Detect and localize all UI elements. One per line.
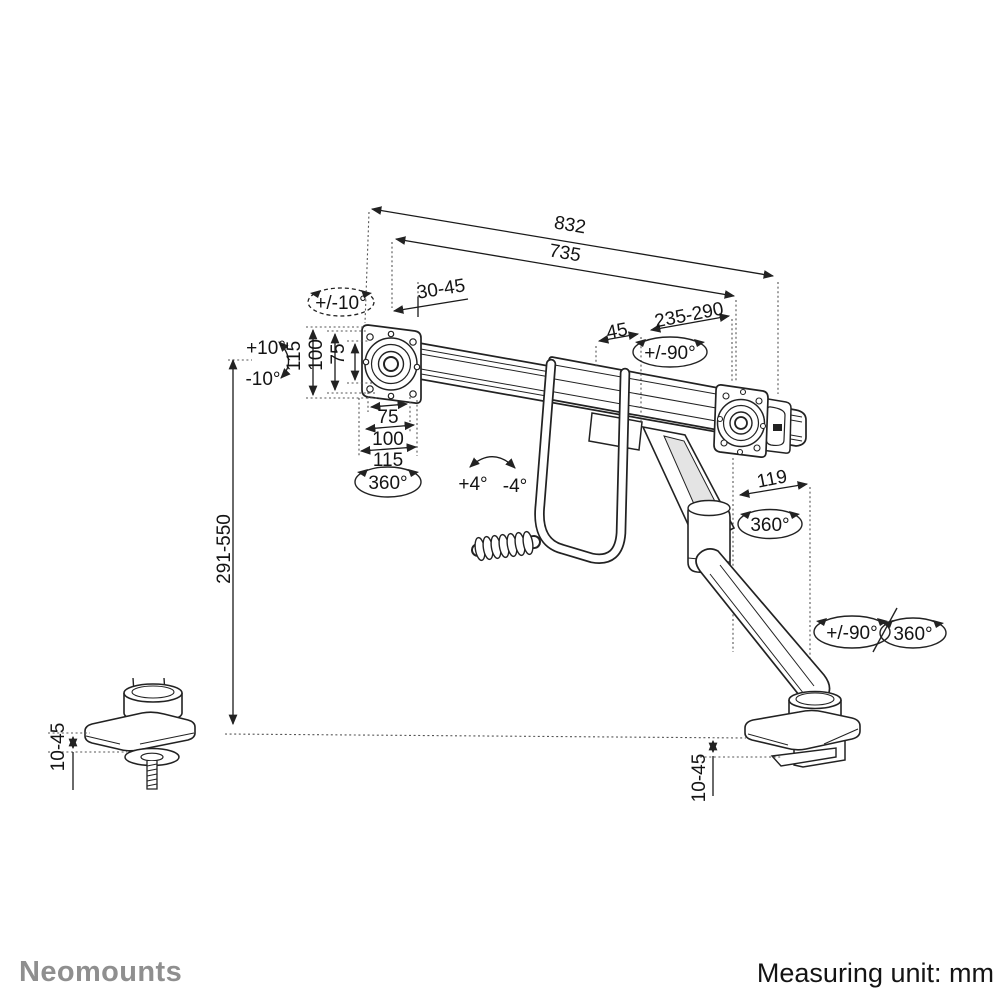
- dim-75-horizontal-label: 75: [377, 407, 398, 428]
- swivel-badge-mid-label: +/-90°: [644, 343, 695, 364]
- tilt-badge-label: +/-10°: [315, 293, 366, 314]
- dim-119-label: 119: [755, 466, 789, 492]
- rotation-badges: +/-10° 360° +/-90° 360° +/-90°: [307, 287, 947, 653]
- dim-75-vertical-label: 75: [328, 343, 349, 364]
- dim-10-45-right-label: 10-45: [689, 754, 710, 803]
- rotate-badge-base: 360°: [879, 617, 947, 649]
- tilt-down-label: -10°: [245, 369, 280, 390]
- rotate-badge-mid-label: 360°: [750, 515, 789, 536]
- dim-30-45-label: 30-45: [415, 275, 466, 303]
- dim-735-label: 735: [548, 241, 583, 267]
- rail-tilt-up-label: +4°: [458, 474, 487, 495]
- dim-235-290-label: 235-290: [653, 299, 725, 333]
- dim-45-label: 45: [605, 319, 630, 344]
- desk-clamp-right: [744, 690, 861, 768]
- left-vesa-plate: [361, 324, 422, 404]
- swivel-badge-mid: +/-90°: [632, 336, 708, 368]
- right-vesa-plate: [713, 384, 792, 458]
- dim-115-vertical-label: 115: [284, 341, 305, 371]
- rotate-badge-base-label: 360°: [893, 624, 932, 645]
- tilt-up-label: +10°: [246, 338, 286, 359]
- measuring-unit-label: Measuring unit: mm: [756, 958, 994, 988]
- swivel-badge-base: +/-90°: [813, 615, 891, 649]
- dimension-lines: [68, 206, 809, 796]
- handle-grip: [471, 358, 631, 564]
- coil-rings: [474, 530, 534, 562]
- dim-291-550-label: 291-550: [214, 514, 235, 584]
- brand-logo: Neomounts: [19, 956, 183, 988]
- dim-100-vertical-label: 100: [306, 339, 327, 371]
- desk-clamp-left-detail: [84, 677, 196, 790]
- tilt-badge: +/-10°: [307, 287, 375, 317]
- rail-tilt-down-label: -4°: [503, 476, 528, 497]
- dim-10-45-left-label: 10-45: [48, 723, 69, 772]
- swivel-badge-base-label: +/-90°: [826, 623, 877, 644]
- dim-832-label: 832: [553, 213, 588, 239]
- dim-100-horizontal-label: 100: [372, 429, 404, 450]
- badge-separator-slash: [872, 607, 898, 653]
- rotate-badge-left-label: 360°: [368, 473, 407, 494]
- rotate-badge-mid: 360°: [737, 508, 803, 540]
- rotate-badge-left: 360°: [354, 466, 422, 498]
- dim-115-horizontal-label: 115: [373, 450, 403, 471]
